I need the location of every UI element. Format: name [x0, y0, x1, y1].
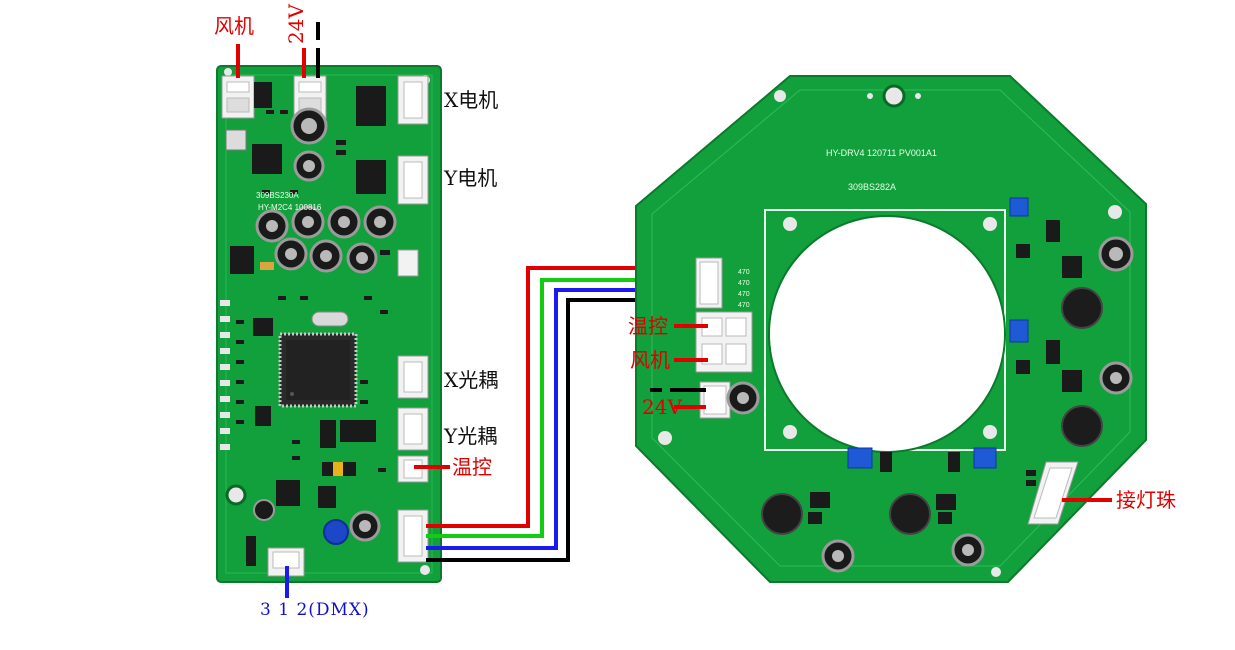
indicator-lines [236, 22, 1112, 598]
header-pins [220, 300, 230, 450]
pin-value: 470 [738, 291, 750, 298]
fan-label-top: 风机 [214, 14, 254, 38]
x-opto-label: X光耦 [444, 368, 499, 392]
ic-chip [320, 420, 336, 448]
led-label: 接灯珠 [1116, 488, 1176, 512]
wire-red [426, 266, 698, 528]
v24-label-top: 24V [284, 4, 308, 44]
mount-hole [225, 484, 247, 506]
pin-value-labels: 470 470 470 470 [738, 269, 750, 309]
power-connector-right [699, 381, 731, 419]
pin-value: 470 [738, 302, 750, 309]
capacitor-group [726, 236, 1134, 573]
trimmer-group [847, 197, 1029, 469]
ic-chip [252, 144, 282, 174]
jumper-pins [322, 462, 356, 476]
ic-chip [356, 160, 386, 194]
wire-bundle [426, 266, 698, 562]
fan-connector-top [221, 75, 255, 119]
ic-chip [318, 486, 336, 508]
ic-chip [230, 246, 254, 274]
pin-value: 470 [738, 280, 750, 287]
regulator [225, 129, 247, 151]
input-connector [695, 257, 723, 309]
main-board: 309BS230A HY-M2C4 100816 [216, 65, 442, 583]
smd-parts [808, 220, 1082, 524]
dmx-label: 3 1 2(DMX) [260, 600, 370, 620]
buzzer [323, 519, 349, 545]
led-connector [1027, 461, 1079, 525]
mcu-chip [278, 332, 358, 408]
driver-chip-code: 309BS282A [848, 182, 896, 192]
x-motor-connector [397, 75, 429, 125]
wire-blue [426, 288, 698, 550]
mount-hole [882, 84, 906, 108]
x-motor-label: X电机 [444, 88, 499, 112]
driver-board: HY-DRV4 120711 PV001A1 309BS282A 470 470… [635, 75, 1147, 583]
ic-chip [276, 480, 300, 506]
wire-black [426, 298, 698, 562]
smd-parts [236, 110, 390, 566]
y-motor-connector [397, 155, 429, 205]
lens-hole [768, 215, 1006, 453]
main-board-model: HY-M2C4 100816 [258, 203, 322, 212]
v24-label-right: 24V [642, 395, 682, 419]
temp-label-left: 温控 [452, 455, 492, 479]
inductor-group [761, 287, 1103, 535]
x-opto-connector [397, 355, 429, 399]
temp-fan-connectors [695, 311, 753, 373]
temp-label-right: 温控 [628, 314, 668, 338]
main-board-code: 309BS230A [256, 191, 299, 200]
ic-chip [340, 420, 376, 442]
ic-chip [356, 86, 386, 126]
fan-label-right: 风机 [630, 348, 670, 372]
signal-connector [397, 509, 429, 563]
y-opto-connector [397, 407, 429, 451]
y-opto-label: Y光耦 [444, 424, 498, 448]
y-motor-label: Y电机 [444, 166, 498, 190]
pin-value: 470 [738, 269, 750, 276]
crystal [311, 311, 349, 327]
side-connector [397, 249, 419, 277]
ic-chip [253, 318, 273, 336]
capacitor-group [253, 107, 397, 542]
wire-green [426, 278, 698, 538]
ic-chip [254, 82, 272, 108]
driver-board-label: HY-DRV4 120711 PV001A1 [826, 148, 937, 158]
ic-chip [255, 406, 271, 426]
